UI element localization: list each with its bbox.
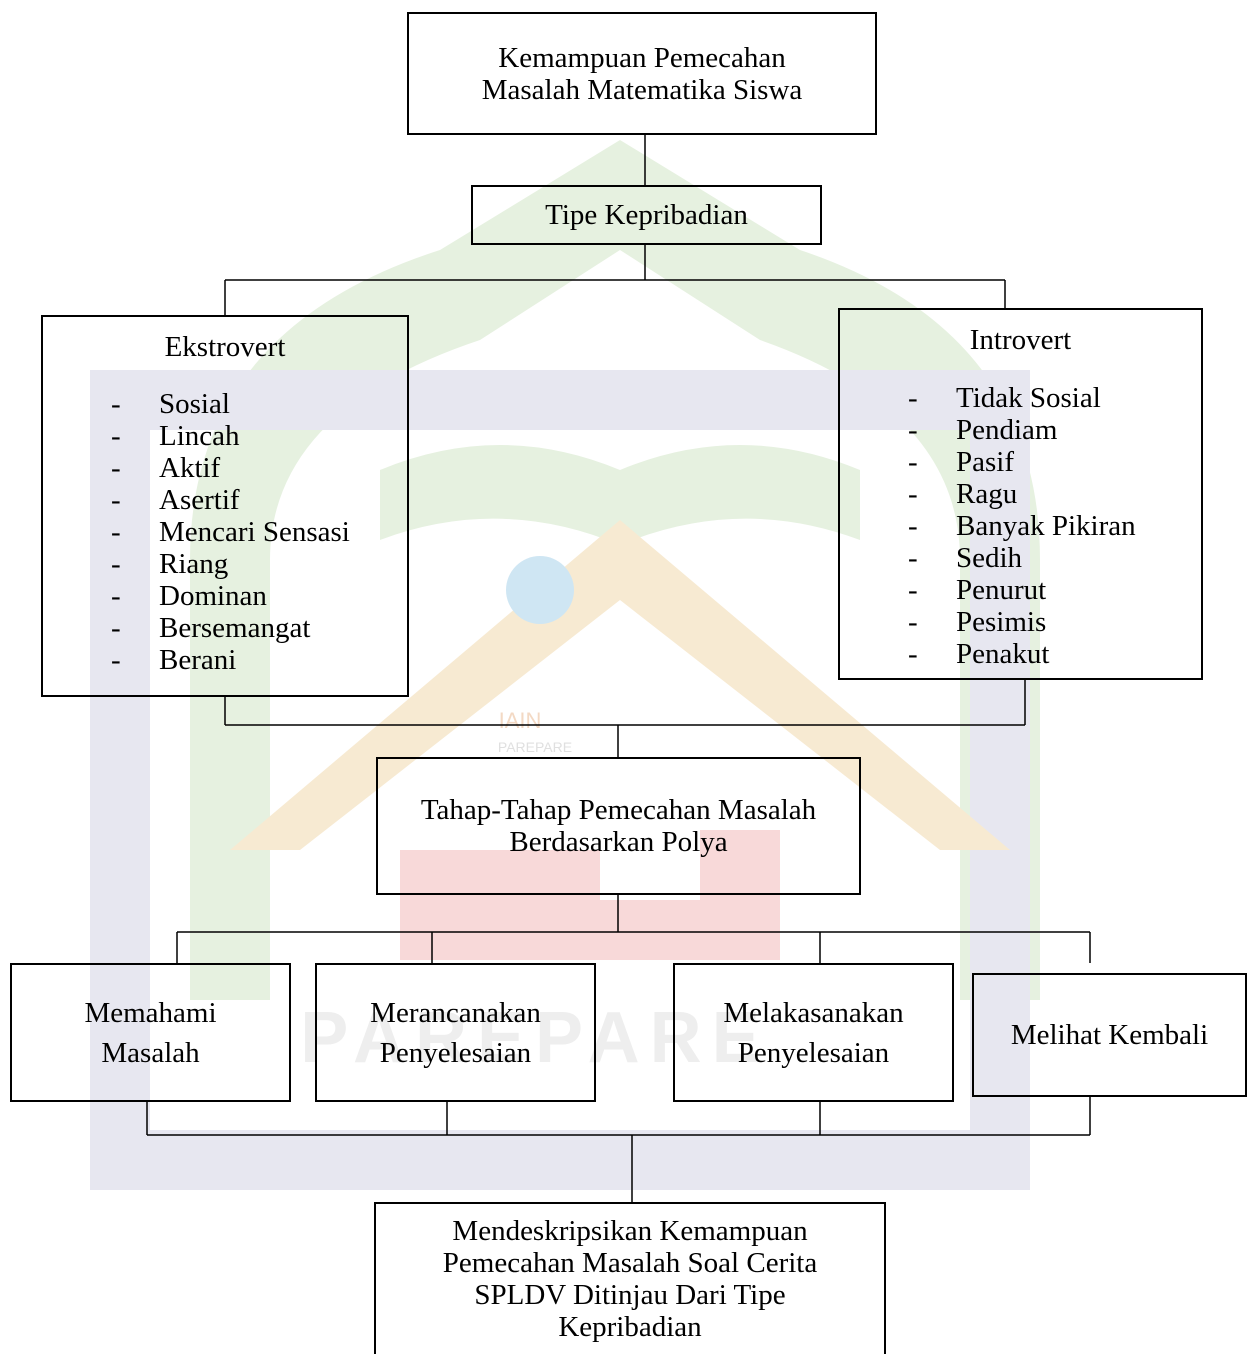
trait-label: Tidak Sosial: [956, 382, 1101, 414]
trait-label: Lincah: [159, 420, 240, 452]
bullet-dash: -: [111, 548, 121, 580]
trait-item: - Banyak Pikiran: [908, 510, 1136, 542]
extrovert-trait-list: - Sosial - Lincah - Aktif - Asertif - Mencari Sen…: [111, 388, 350, 676]
plan-solution-box: Merancanakan Penyelesaian: [315, 963, 596, 1102]
polya-line-2: Berdasarkan Polya: [509, 826, 728, 858]
bullet-dash: -: [111, 644, 121, 676]
watermark-chevron: [230, 520, 1010, 850]
trait-label: Sosial: [159, 388, 230, 420]
bullet-dash: -: [908, 638, 918, 670]
plan-line-2: Penyelesaian: [379, 1036, 532, 1069]
personality-type-label: Tipe Kepribadian: [545, 199, 748, 231]
watermark-frame: [90, 370, 1030, 1190]
trait-label: Banyak Pikiran: [956, 510, 1136, 542]
extrovert-title: Ekstrovert: [164, 331, 286, 363]
understand-line-1: Memahami: [84, 996, 217, 1029]
understand-line-2: Masalah: [101, 1036, 200, 1069]
watermark-text: PAREPARE: [300, 998, 769, 1078]
bullet-dash: -: [908, 478, 918, 510]
bullet-dash: -: [908, 510, 918, 542]
personality-type-box: Tipe Kepribadian: [471, 185, 822, 245]
execute-line-1: Melakasanakan: [723, 996, 904, 1029]
trait-item: - Tidak Sosial: [908, 382, 1136, 414]
watermark-red-mark: [400, 830, 780, 960]
bullet-dash: -: [111, 388, 121, 420]
bullet-dash: -: [908, 574, 918, 606]
trait-label: Pesimis: [956, 606, 1047, 638]
trait-item: - Lincah: [111, 420, 350, 452]
trait-item: - Berani: [111, 644, 350, 676]
bullet-dash: -: [111, 420, 121, 452]
trait-label: Penurut: [956, 574, 1047, 606]
introvert-box: Introvert - Tidak Sosial - Pendiam - Pasif - Ra…: [838, 308, 1203, 680]
execute-line-2: Penyelesaian: [737, 1036, 890, 1069]
trait-label: Dominan: [159, 580, 267, 612]
watermark-book: [380, 445, 860, 545]
trait-label: Sedih: [956, 542, 1023, 574]
ability-line-1: Kemampuan Pemecahan: [498, 41, 786, 74]
trait-item: - Ragu: [908, 478, 1136, 510]
look-back-box: Melihat Kembali: [972, 973, 1247, 1097]
watermark-dome: [190, 140, 1040, 1000]
trait-label: Bersemangat: [159, 612, 311, 644]
bullet-dash: -: [111, 484, 121, 516]
bullet-dash: -: [111, 612, 121, 644]
trait-item: - Penakut: [908, 638, 1136, 670]
trait-item: - Sosial: [111, 388, 350, 420]
trait-item: - Mencari Sensasi: [111, 516, 350, 548]
watermark-logo-text: IAIN: [499, 708, 542, 733]
trait-label: Riang: [159, 548, 229, 580]
watermark-small-text: PAREPARE: [498, 739, 572, 755]
trait-item: - Riang: [111, 548, 350, 580]
ability-line-2: Masalah Matematika Siswa: [481, 73, 803, 106]
trait-item: - Sedih: [908, 542, 1136, 574]
bullet-dash: -: [908, 414, 918, 446]
introvert-title: Introvert: [969, 324, 1072, 356]
understand-problem-box: Memahami Masalah: [10, 963, 291, 1102]
introvert-trait-list: - Tidak Sosial - Pendiam - Pasif - Ragu - Banyak …: [908, 382, 1136, 670]
describe-ability-box: Mendeskripsikan Kemampuan Pemecahan Masa…: [374, 1202, 886, 1354]
trait-label: Pasif: [956, 446, 1014, 478]
polya-stages-box: Tahap-Tahap Pemecahan Masalah Berdasarka…: [376, 757, 861, 895]
result-line-1: Mendeskripsikan Kemampuan: [452, 1215, 808, 1247]
ability-box: Kemampuan Pemecahan Masalah Matematika S…: [407, 12, 877, 135]
trait-label: Berani: [159, 644, 237, 676]
bullet-dash: -: [908, 382, 918, 414]
result-line-3: SPLDV Ditinjau Dari Tipe: [474, 1279, 786, 1311]
watermark-globe: [506, 556, 574, 624]
bullet-dash: -: [908, 446, 918, 478]
bullet-dash: -: [111, 580, 121, 612]
trait-item: - Dominan: [111, 580, 350, 612]
execute-solution-box: Melakasanakan Penyelesaian: [673, 963, 954, 1102]
trait-label: Aktif: [159, 452, 221, 484]
trait-item: - Asertif: [111, 484, 350, 516]
trait-label: Mencari Sensasi: [159, 516, 350, 548]
bullet-dash: -: [111, 516, 121, 548]
trait-item: - Aktif: [111, 452, 350, 484]
trait-item: - Pasif: [908, 446, 1136, 478]
result-line-4: Kepribadian: [558, 1311, 702, 1343]
trait-label: Asertif: [159, 484, 240, 516]
bullet-dash: -: [908, 542, 918, 574]
look-back-label: Melihat Kembali: [1010, 1019, 1209, 1051]
extrovert-box: Ekstrovert -Sosial-Lincah-Aktif-Asertif-…: [41, 315, 409, 697]
trait-item: - Bersemangat: [111, 612, 350, 644]
trait-label: Pendiam: [956, 414, 1058, 446]
trait-label: Ragu: [956, 478, 1018, 510]
plan-line-1: Merancanakan: [370, 996, 541, 1029]
trait-label: Penakut: [956, 638, 1050, 670]
trait-item: - Penurut: [908, 574, 1136, 606]
bullet-dash: -: [908, 606, 918, 638]
trait-item: - Pendiam: [908, 414, 1136, 446]
trait-item: - Pesimis: [908, 606, 1136, 638]
result-line-2: Pemecahan Masalah Soal Cerita: [442, 1247, 818, 1279]
polya-line-1: Tahap-Tahap Pemecahan Masalah: [420, 794, 817, 826]
bullet-dash: -: [111, 452, 121, 484]
